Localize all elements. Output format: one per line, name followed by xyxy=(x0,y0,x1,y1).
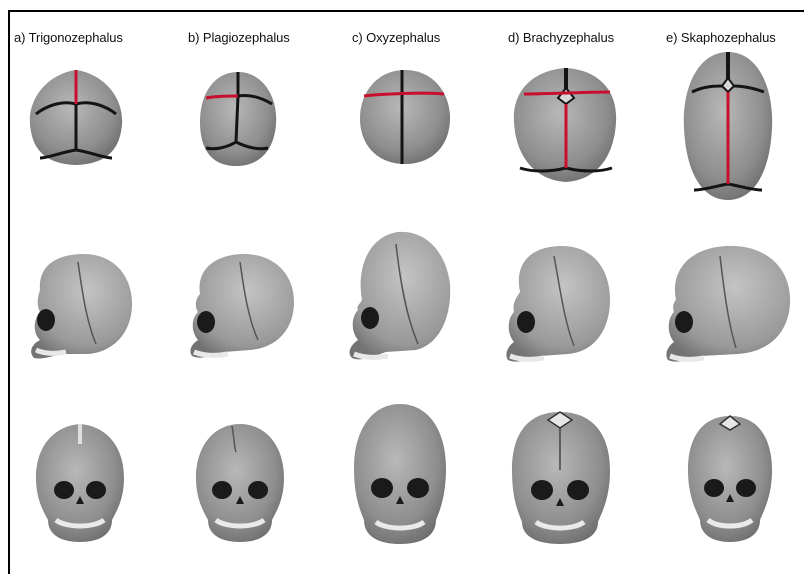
side-view-skaphozephalus xyxy=(666,246,790,362)
side-view-oxyzephalus xyxy=(350,232,451,359)
orbit-left xyxy=(54,481,74,499)
side-view-trigonozephalus xyxy=(31,254,132,359)
front-view-brachyzephalus xyxy=(512,412,610,544)
top-view-trigonozephalus xyxy=(30,70,122,165)
top-view-oxyzephalus xyxy=(360,70,450,164)
orbit-right xyxy=(736,479,756,497)
orbit xyxy=(37,309,55,331)
orbit-right xyxy=(248,481,268,499)
orbit-right xyxy=(407,478,429,498)
orbit xyxy=(675,311,693,333)
orbit xyxy=(361,307,379,329)
orbit-right xyxy=(86,481,106,499)
orbit-left xyxy=(371,478,393,498)
side-view-plagiozephalus xyxy=(190,254,294,358)
top-view-brachyzephalus xyxy=(514,68,616,182)
front-view-plagiozephalus xyxy=(196,424,284,542)
orbit-right xyxy=(567,480,589,500)
orbit-left xyxy=(212,481,232,499)
side-view-brachyzephalus xyxy=(506,246,610,362)
top-view-skaphozephalus xyxy=(684,52,772,200)
orbit xyxy=(197,311,215,333)
front-view-skaphozephalus xyxy=(688,416,772,542)
orbit-left xyxy=(704,479,724,497)
top-view-plagiozephalus xyxy=(200,72,276,166)
front-view-trigonozephalus xyxy=(36,424,124,542)
orbit xyxy=(517,311,535,333)
orbit-left xyxy=(531,480,553,500)
front-view-oxyzephalus xyxy=(354,404,446,544)
